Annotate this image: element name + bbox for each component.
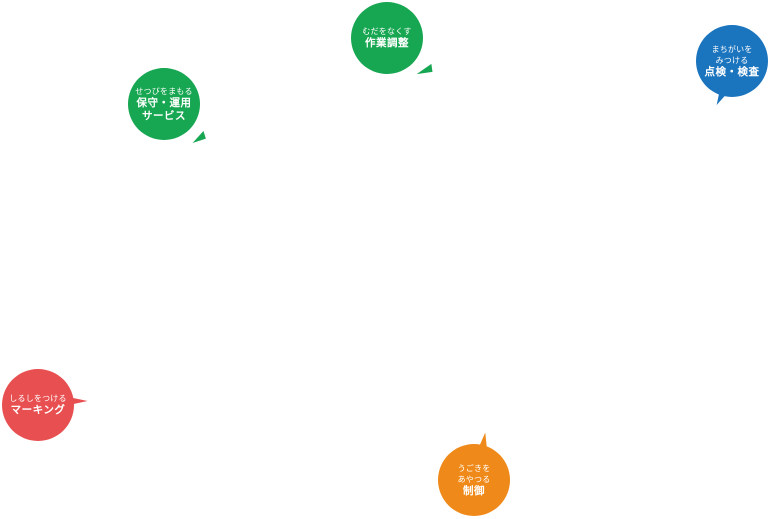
bubble-caption: むだをなくす — [362, 27, 412, 36]
bubble-caption: うごきを — [457, 463, 491, 473]
bubble-work-adjustment[interactable]: むだをなくす 作業調整 — [351, 2, 433, 75]
bubble-tail — [190, 131, 206, 143]
bubble-title: 保守・運用 — [136, 96, 192, 109]
bubble-title-line2: サービス — [142, 109, 186, 122]
bubble-control[interactable]: うごきを あやつる 制御 — [438, 432, 510, 516]
bubble-caption: まちがいを — [711, 44, 753, 54]
bubble-tail — [415, 63, 433, 75]
bubble-title: 制御 — [463, 484, 485, 497]
bubble-maintenance-service[interactable]: せつびをまもる 保守・運用 サービス — [128, 68, 206, 143]
bubble-caption: せつびをまもる — [135, 86, 193, 96]
bubble-title: 作業調整 — [365, 37, 409, 49]
bubble-tail — [716, 91, 728, 107]
bubble-title: 点検・検査 — [704, 65, 760, 78]
bubble-tail — [68, 393, 88, 405]
bubble-title: マーキング — [10, 404, 66, 416]
bubble-inspection[interactable]: まちがいを みつける 点検・検査 — [696, 25, 768, 107]
bubble-caption-line2: あやつる — [457, 474, 491, 484]
bubble-caption-line2: みつける — [715, 55, 749, 65]
bubble-tail — [477, 432, 487, 448]
bubble-marking[interactable]: しるしをつける マーキング — [2, 369, 88, 441]
bubble-caption: しるしをつける — [9, 394, 67, 403]
